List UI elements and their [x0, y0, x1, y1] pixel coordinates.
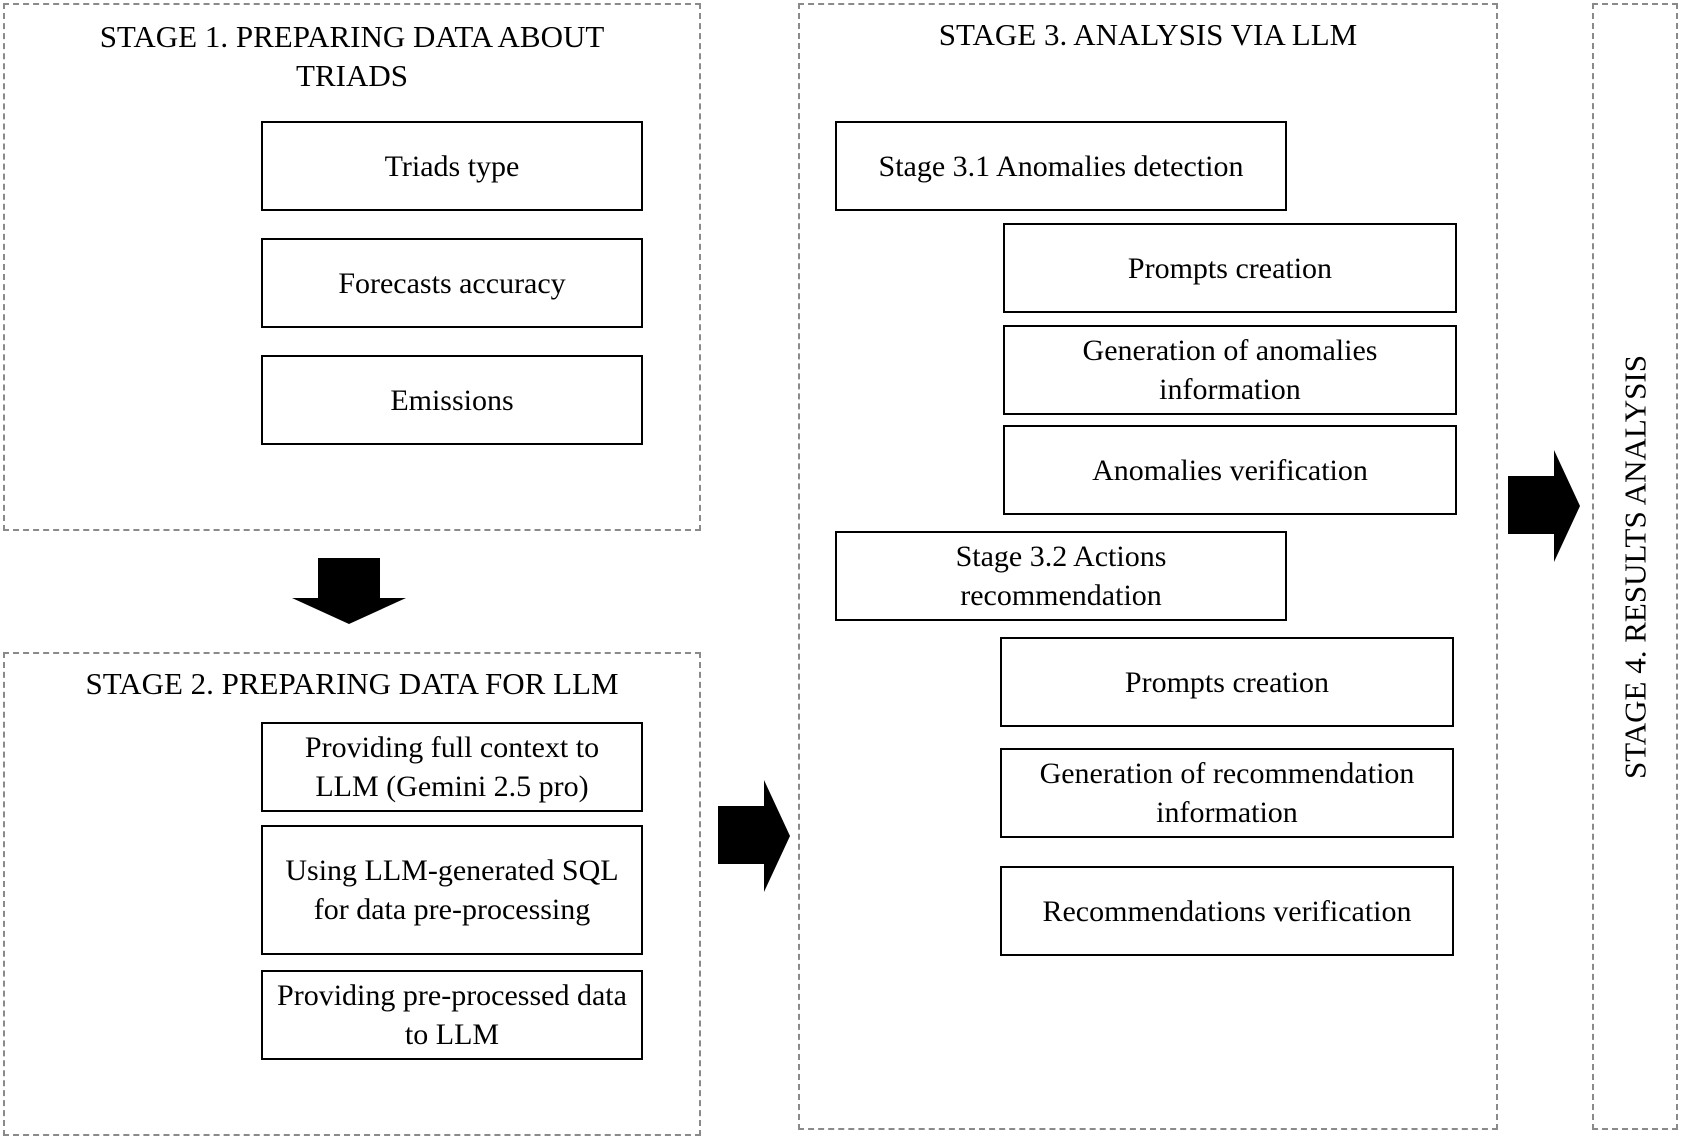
stage-3-2-item-prompts-creation: Prompts creation [1000, 637, 1454, 727]
stage-3-title: STAGE 3. ANALYSIS VIA LLM [938, 17, 1358, 52]
stage-1-item-triads-type: Triads type [261, 121, 643, 211]
arrow-down-icon [292, 558, 406, 624]
arrow-right-icon [1508, 450, 1580, 562]
stage-3-1-item-anomalies-verification: Anomalies verification [1003, 425, 1457, 515]
stage-3-2-title-box: Stage 3.2 Actions recommendation [835, 531, 1287, 621]
stage-1-item-emissions: Emissions [261, 355, 643, 445]
stage-2-panel: STAGE 2. PREPARING DATA FOR LLM Providin… [3, 652, 701, 1136]
arrow-right-icon [718, 780, 790, 892]
stage-2-item-llm-generated-sql: Using LLM-generated SQL for data pre-pro… [261, 825, 643, 955]
stage-3-1-item-generation-anomalies: Generation of anomalies information [1003, 325, 1457, 415]
stage-3-2-item-recommendations-verification: Recommendations verification [1000, 866, 1454, 956]
stage-3-1-title-box: Stage 3.1 Anomalies detection [835, 121, 1287, 211]
stage-2-title: STAGE 2. PREPARING DATA FOR LLM [85, 666, 619, 701]
stage-4-title: STAGE 4. RESULTS ANALYSIS [1617, 354, 1653, 779]
stage-3-2-item-generation-recommendation: Generation of recommendation information [1000, 748, 1454, 838]
stage-1-panel: STAGE 1. PREPARING DATA ABOUT TRIADS Tri… [3, 3, 701, 531]
stage-3-panel: STAGE 3. ANALYSIS VIA LLM Stage 3.1 Anom… [798, 3, 1498, 1130]
stage-1-item-forecasts-accuracy: Forecasts accuracy [261, 238, 643, 328]
stage-2-item-full-context: Providing full context to LLM (Gemini 2.… [261, 722, 643, 812]
stage-3-1-item-prompts-creation: Prompts creation [1003, 223, 1457, 313]
stage-2-item-pre-processed-data: Providing pre-processed data to LLM [261, 970, 643, 1060]
stage-4-panel: STAGE 4. RESULTS ANALYSIS [1592, 3, 1678, 1130]
stage-1-title: STAGE 1. PREPARING DATA ABOUT TRIADS [99, 19, 605, 93]
